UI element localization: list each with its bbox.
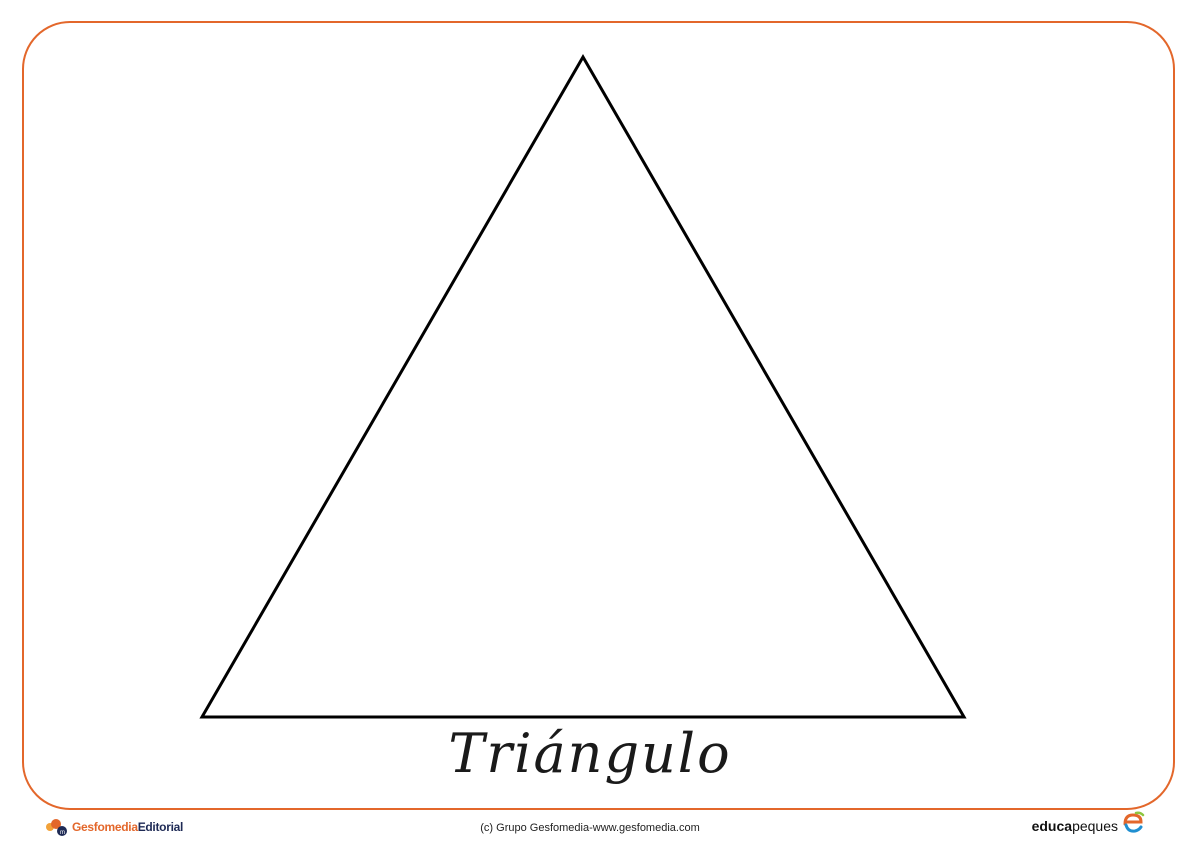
svg-text:m: m [60, 830, 65, 836]
gesfomedia-wordmark-part2: Editorial [137, 820, 184, 834]
gesfomedia-wordmark-part1: Gesfomedia [72, 820, 138, 834]
copyright-text: (c) Grupo Gesfomedia-www.gesfomedia.com [480, 822, 700, 834]
educapeques-logo: educapeques [1032, 811, 1146, 840]
gesfomedia-logo-icon: m [46, 819, 67, 836]
gesfomedia-editorial-logo: m GesfomediaEditorial [44, 816, 183, 838]
shape-name-label: Triángulo [448, 722, 732, 785]
educapeques-wordmark-part2: peques [1072, 818, 1118, 834]
triangle-shape [199, 53, 967, 719]
page-border-frame [22, 21, 1175, 810]
educapeques-e-icon [1123, 811, 1145, 833]
educapeques-wordmark-part1: educa [1031, 818, 1073, 834]
educapeques-wordmark: educapeques [1032, 818, 1118, 834]
gesfomedia-wordmark: GesfomediaEditorial [72, 820, 183, 834]
